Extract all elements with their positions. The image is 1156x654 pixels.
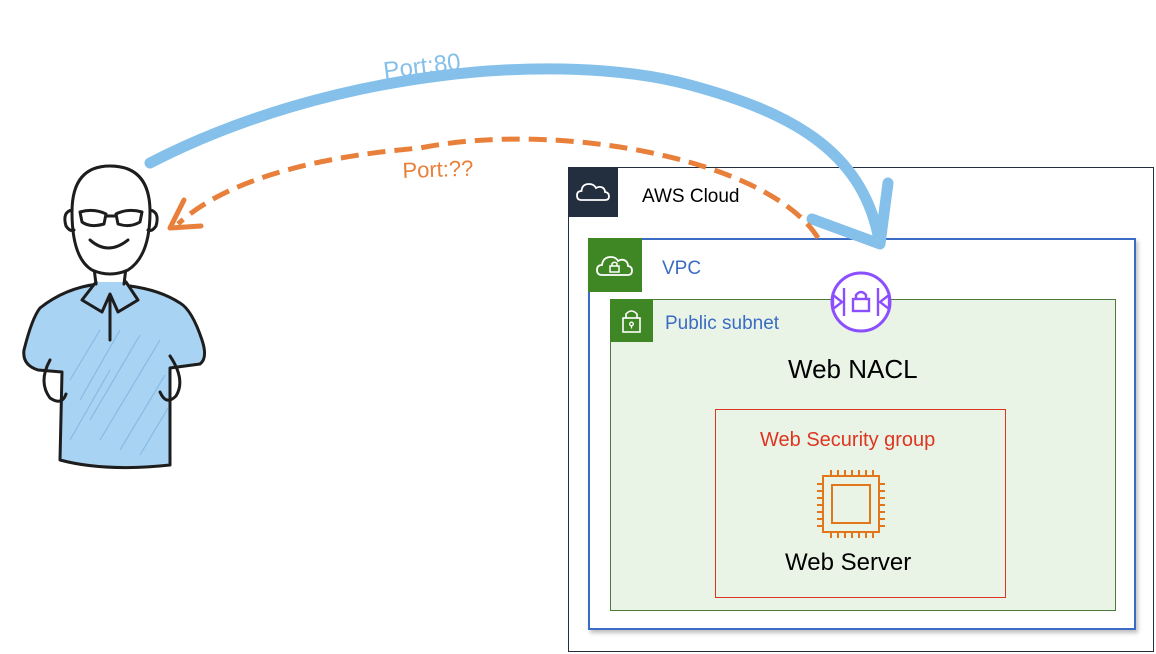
response-arrow <box>176 136 821 240</box>
network-acl-icon <box>830 271 892 333</box>
request-arrow <box>144 63 884 241</box>
security-group-label: Web Security group <box>760 429 936 451</box>
aws-cloud-label: AWS Cloud <box>642 186 740 207</box>
ec2-instance-chip-icon <box>817 470 885 538</box>
public-subnet-label: Public subnet <box>665 313 780 334</box>
aws-cloud-group <box>568 167 1154 652</box>
cloud-icon <box>576 183 610 201</box>
request-arrowhead <box>806 177 894 250</box>
response-arrowhead <box>167 197 204 231</box>
security-group <box>715 409 1006 598</box>
web-server-label: Web Server <box>785 549 912 576</box>
nacl-label: Web NACL <box>788 354 918 384</box>
user-head <box>70 164 152 276</box>
aws-cloud-badge <box>568 167 618 217</box>
user-figure <box>22 164 207 470</box>
vpc-label: VPC <box>662 258 702 279</box>
public-subnet-group <box>610 299 1116 611</box>
vpc-badge <box>588 238 642 292</box>
user-shirt <box>22 282 207 470</box>
padlock-icon <box>622 310 641 333</box>
response-port-label: Port:?? <box>402 155 474 183</box>
public-subnet-badge <box>610 299 653 342</box>
cloud-lock-icon <box>596 256 633 276</box>
